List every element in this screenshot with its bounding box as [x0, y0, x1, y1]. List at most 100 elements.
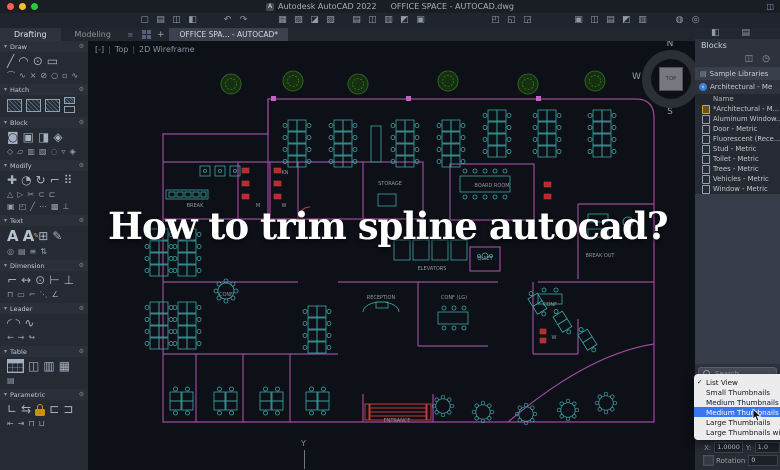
modify-tool-icon[interactable]: ◰: [18, 202, 27, 211]
export-icon[interactable]: ▥: [638, 15, 647, 25]
section-header[interactable]: ▾Table⚙: [0, 346, 88, 357]
modify-tool-icon[interactable]: ⊏: [48, 190, 56, 199]
dimension-tool-icon[interactable]: ⊥: [63, 273, 75, 287]
leader-tool-icon[interactable]: ⇝: [17, 333, 25, 342]
blocks-library-icon[interactable]: ▤: [741, 28, 751, 38]
block-tool-icon[interactable]: ▥: [27, 147, 35, 156]
modify-tool-icon[interactable]: ✚: [7, 173, 18, 187]
hatch-tool-icon[interactable]: [64, 97, 75, 113]
section-header[interactable]: ▾Modify⚙: [0, 160, 88, 171]
hatch-tool-icon[interactable]: [45, 98, 60, 112]
workspace-icon[interactable]: ◍: [675, 15, 684, 25]
gear-icon[interactable]: ⚙: [78, 305, 84, 312]
block-tool-icon[interactable]: ◨: [38, 130, 50, 144]
text-tool-icon[interactable]: ◎: [7, 247, 14, 256]
collapse-caret-icon[interactable]: ▾: [4, 217, 8, 224]
back-icon[interactable]: ‹: [699, 83, 707, 91]
modify-tool-icon[interactable]: ▣: [7, 202, 15, 211]
viewcube-south[interactable]: S: [667, 107, 673, 117]
gear-icon[interactable]: ⚙: [78, 262, 84, 269]
redo-icon[interactable]: ↷: [239, 15, 248, 25]
modify-tool-icon[interactable]: ▩: [50, 202, 59, 211]
table-tool-icon[interactable]: ◫: [28, 359, 40, 373]
parametric-tool-icon[interactable]: ⊔: [38, 419, 45, 428]
parametric-tool-icon[interactable]: ⇤: [7, 419, 14, 428]
plot-preview-icon[interactable]: ▨: [294, 15, 303, 25]
text-tool-icon[interactable]: ▤: [17, 247, 26, 256]
dimension-tool-icon[interactable]: ⊙: [35, 273, 46, 287]
parametric-tool-icon[interactable]: ⊐: [63, 402, 74, 416]
current-library-row[interactable]: ‹ Architectural - Me: [695, 80, 780, 94]
collapse-caret-icon[interactable]: ▾: [4, 391, 8, 398]
blocks-list-item[interactable]: Aluminum Window...: [695, 114, 780, 124]
block-tool-icon[interactable]: ◙: [7, 130, 19, 144]
viewcube-west[interactable]: W: [632, 72, 641, 82]
menu-item[interactable]: Large Thumbnails: [706, 417, 771, 427]
block-tool-icon[interactable]: ▧: [38, 147, 47, 156]
help-icon[interactable]: ◎: [691, 15, 700, 25]
section-header[interactable]: ▾Leader⚙: [0, 303, 88, 314]
document-tab[interactable]: OFFICE SPA... - AUTOCAD*: [169, 28, 289, 41]
draw-tool-icon[interactable]: ∿: [71, 71, 79, 80]
measure-icon[interactable]: ◩: [400, 15, 409, 25]
modify-tool-icon[interactable]: △: [7, 190, 14, 199]
gear-icon[interactable]: ⚙: [78, 86, 84, 93]
draw-tool-icon[interactable]: ×: [29, 71, 37, 80]
x-value-field[interactable]: 1.0000: [714, 442, 743, 453]
viewcube[interactable]: N W E S TOP: [632, 41, 695, 117]
blocks-list-item[interactable]: Trees - Metric: [695, 164, 780, 174]
paste-icon[interactable]: ◫: [368, 15, 377, 25]
layer-icon[interactable]: ◰: [491, 15, 500, 25]
draw-tool-icon[interactable]: ▭: [46, 54, 59, 68]
hatch-tool-icon[interactable]: [26, 98, 41, 112]
draw-tool-icon[interactable]: ⌒: [7, 71, 15, 80]
menu-item[interactable]: Small Thumbnails: [706, 387, 771, 397]
viewcube-top-face[interactable]: TOP: [659, 67, 683, 91]
collapse-caret-icon[interactable]: ▾: [4, 262, 8, 269]
draw-tool-icon[interactable]: ⊙: [32, 54, 43, 68]
tab-modeling[interactable]: Modeling: [74, 30, 111, 39]
parametric-tool-icon[interactable]: [35, 403, 46, 416]
parametric-tool-icon[interactable]: ⇆: [21, 402, 32, 416]
blocks-list-item[interactable]: *Architectural - M...: [695, 104, 780, 114]
block-tool-icon[interactable]: ▿: [61, 147, 66, 156]
dimension-tool-icon[interactable]: ▭: [17, 290, 25, 299]
section-header[interactable]: ▾Parametric⚙: [0, 389, 88, 400]
dimension-tool-icon[interactable]: ⌐: [28, 290, 36, 299]
modify-tool-icon[interactable]: ╱: [30, 202, 35, 211]
text-tool-icon[interactable]: A✎: [22, 227, 40, 245]
collapse-caret-icon[interactable]: ▾: [4, 162, 8, 169]
draw-tool-icon[interactable]: ○: [51, 71, 59, 80]
modify-tool-icon[interactable]: ▷: [17, 190, 24, 199]
save-as-icon[interactable]: ◧: [188, 15, 197, 25]
block-tool-icon[interactable]: ◌: [50, 147, 58, 156]
blocks-list-item[interactable]: Vehicles - Metric: [695, 174, 780, 184]
menu-item[interactable]: Medium Thumbnails: [706, 397, 779, 407]
gear-icon[interactable]: ⚙: [78, 162, 84, 169]
parametric-tool-icon[interactable]: ⊓: [28, 419, 35, 428]
block-tool-icon[interactable]: ▣: [22, 130, 34, 144]
draw-tool-icon[interactable]: ⊘: [40, 71, 48, 80]
undo-icon[interactable]: ↶: [223, 15, 232, 25]
leader-tool-icon[interactable]: ∿: [24, 316, 35, 330]
parametric-tool-icon[interactable]: ⇥: [17, 419, 25, 428]
modify-tool-icon[interactable]: ⌐: [49, 173, 60, 187]
draw-tool-icon[interactable]: ∿: [19, 71, 26, 80]
table-tool-icon[interactable]: ▤: [7, 376, 15, 385]
recent-blocks-icon[interactable]: ◷: [762, 54, 770, 64]
modify-tool-icon[interactable]: ⊂: [38, 190, 45, 199]
section-header[interactable]: ▾Block⚙: [0, 117, 88, 128]
table-tool-icon[interactable]: ▥: [43, 359, 55, 373]
copy-icon[interactable]: ▤: [352, 15, 361, 25]
viewport-collapse-button[interactable]: [-]: [95, 45, 105, 54]
leader-tool-icon[interactable]: ◜: [7, 316, 12, 330]
start-tab-icon[interactable]: [141, 30, 151, 39]
block-tool-icon[interactable]: ◈: [69, 147, 76, 156]
rotation-checkbox[interactable]: [703, 455, 714, 466]
dimension-tool-icon[interactable]: ∠: [51, 290, 59, 299]
dimension-tool-icon[interactable]: ⊢: [49, 273, 60, 287]
open-file-icon[interactable]: ▤: [156, 15, 165, 25]
gear-icon[interactable]: ⚙: [78, 348, 84, 355]
new-file-icon[interactable]: ▢: [140, 15, 149, 25]
rotation-value-field[interactable]: 0: [748, 455, 779, 466]
